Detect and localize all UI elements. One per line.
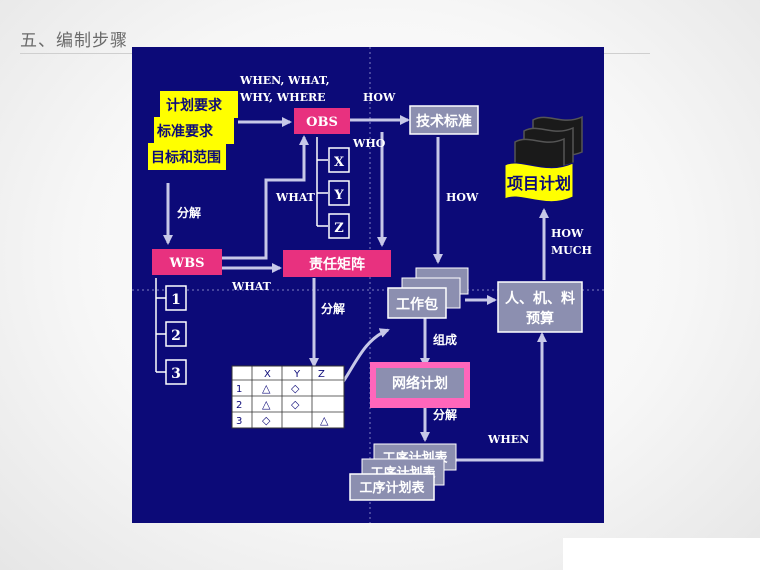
wbs-tree — [155, 278, 166, 373]
assignment-matrix — [231, 365, 345, 429]
matrix-header-y: Y — [293, 369, 301, 380]
wbs-child-1-label: 1 — [171, 292, 181, 308]
input-box-3 — [148, 143, 226, 170]
wbs-child-1 — [165, 285, 187, 311]
label-when: WHEN — [487, 433, 529, 446]
obs-tree — [316, 137, 328, 227]
arrow-sheets-resources — [450, 332, 547, 462]
tech-std-label: 技术标准 — [416, 113, 472, 130]
label-decomp-net: 分解 — [433, 407, 457, 422]
wbs-child-3-label: 3 — [171, 366, 181, 382]
obs-child-x-label: X — [334, 155, 345, 170]
proc-sheet-1 — [349, 473, 435, 501]
input-label-1: 计划要求 — [166, 97, 223, 114]
network-plan-label: 网络计划 — [392, 375, 448, 392]
label-when-what-1: WHEN, WHAT, — [239, 74, 330, 87]
matrix-row2-x: △ — [262, 398, 271, 411]
wbs-child-2-label: 2 — [171, 328, 181, 344]
obs-child-z-label: Z — [334, 221, 344, 236]
input-label-3: 目标和范围 — [151, 149, 221, 166]
obs-node — [294, 108, 350, 134]
matrix-row1-x: △ — [262, 382, 271, 395]
proc-sheet-1-label: 工序计划表 — [359, 480, 425, 496]
resources-node — [497, 281, 583, 333]
arrow-wbs-obs — [222, 135, 309, 260]
tech-std-node — [409, 105, 479, 135]
project-plan-node — [504, 162, 574, 203]
label-how-mid: HOW — [446, 191, 479, 204]
obs-child-y-label: Y — [333, 188, 344, 203]
obs-child-x — [328, 147, 350, 173]
input-box-1 — [160, 91, 238, 118]
work-pkg-node — [387, 287, 447, 319]
matrix-row1-y: ◇ — [291, 382, 300, 395]
matrix-header-z: Z — [318, 369, 325, 380]
wbs-node — [152, 249, 222, 275]
label-what-wbs: WHAT — [231, 280, 272, 293]
resp-matrix-label: 责任矩阵 — [309, 256, 365, 273]
work-pkg-label: 工作包 — [396, 296, 438, 313]
resources-label-1: 人、机、料 — [505, 290, 575, 307]
label-decomp-left: 分解 — [177, 205, 201, 220]
label-who: WHO — [352, 137, 386, 150]
corner-patch — [563, 538, 760, 570]
matrix-row3-x: ◇ — [262, 414, 271, 427]
input-label-2: 标准要求 — [156, 123, 214, 140]
matrix-cells: X Y Z 1 △ ◇ 2 △ ◇ 3 ◇ △ — [236, 369, 329, 427]
label-decomp-mid: 分解 — [321, 301, 345, 316]
input-box-2 — [154, 117, 234, 144]
matrix-row2-id: 2 — [236, 400, 242, 411]
label-how-top: HOW — [363, 91, 396, 104]
label-compose: 组成 — [433, 332, 457, 347]
matrix-row3-z: △ — [320, 414, 329, 427]
label-how-much-2: MUCH — [551, 244, 592, 257]
resp-matrix-node — [283, 250, 391, 277]
wbs-child-2 — [165, 321, 187, 347]
network-plan-node — [376, 368, 464, 398]
obs-child-y — [328, 180, 350, 206]
wbs-label: WBS — [169, 256, 205, 271]
wbs-child-3 — [165, 359, 187, 385]
obs-child-z — [328, 213, 350, 239]
matrix-row1-id: 1 — [236, 384, 242, 395]
resources-label-2: 预算 — [526, 310, 554, 327]
obs-label: OBS — [306, 115, 338, 130]
matrix-row2-y: ◇ — [291, 398, 300, 411]
matrix-row3-id: 3 — [236, 416, 242, 427]
project-plan-label: 项目计划 — [507, 174, 571, 193]
label-how-much-1: HOW — [551, 227, 584, 240]
slide-title: 五、编制步骤 — [20, 31, 128, 51]
label-what-obs: WHAT — [275, 191, 316, 204]
label-when-what-2: WHY, WHERE — [239, 91, 326, 104]
matrix-header-x: X — [264, 369, 271, 380]
